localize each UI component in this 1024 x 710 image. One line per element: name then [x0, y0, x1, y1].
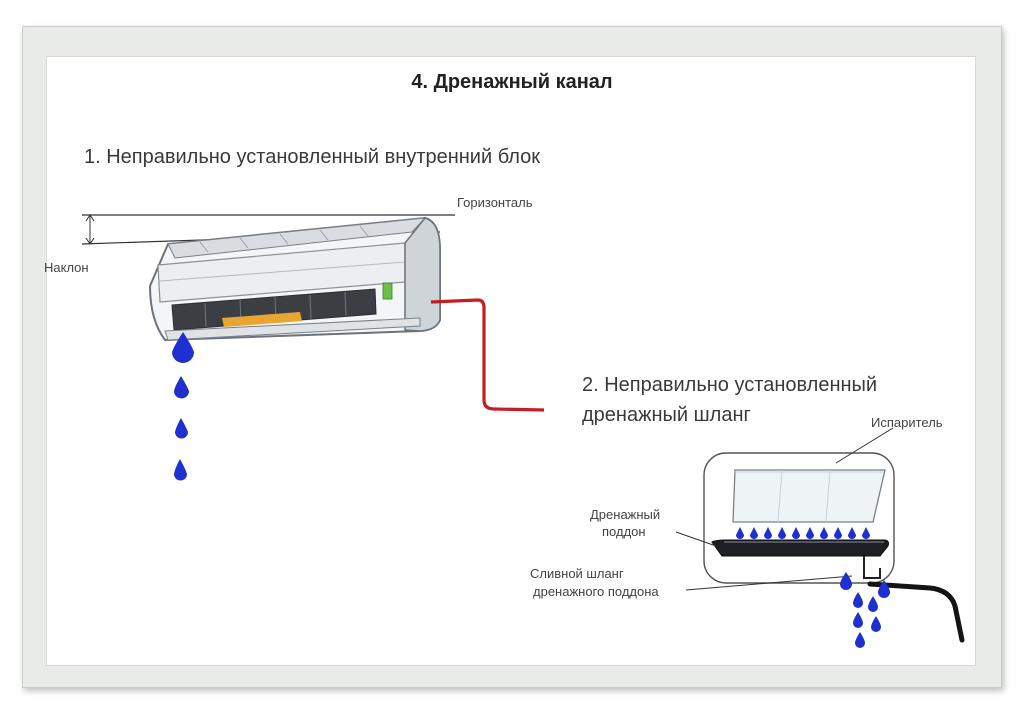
evaporator-label: Испаритель [871, 415, 943, 430]
leaking-water-drops-2 [840, 572, 890, 648]
evaporator-leader-line [835, 427, 894, 464]
section-2-heading-line-2: дренажный шланг [582, 404, 751, 426]
section-2-heading-line-1: 2. Неправильно установленный [582, 374, 878, 396]
section-1-heading: 1. Неправильно установленный внутренний … [84, 146, 541, 168]
diagram-panel [46, 56, 976, 666]
tilt-label: Наклон [44, 260, 89, 275]
condensate-drops [736, 527, 870, 539]
drain-pan-label-line-2: поддон [602, 524, 646, 539]
drain-hose-icon [863, 556, 965, 643]
diagram-title: 4. Дренажный канал [411, 71, 613, 93]
indoor-unit-icon [148, 216, 441, 342]
refrigerant-pipe [430, 298, 545, 412]
leaking-water-drops-1 [172, 332, 194, 481]
evaporator-housing [703, 452, 895, 584]
drain-pan-leader-line [675, 531, 717, 547]
horizontal-label: Горизонталь [457, 195, 533, 210]
drain-hose-leader-line [685, 575, 853, 591]
drain-pan-icon [711, 539, 889, 557]
drain-pan-label-line-1: Дренажный [590, 507, 661, 522]
drain-hose-label-line-1: Сливной шланг [530, 566, 624, 581]
evaporator-icon [732, 469, 886, 523]
drain-hose-label-line-2: дренажного поддона [533, 584, 659, 599]
